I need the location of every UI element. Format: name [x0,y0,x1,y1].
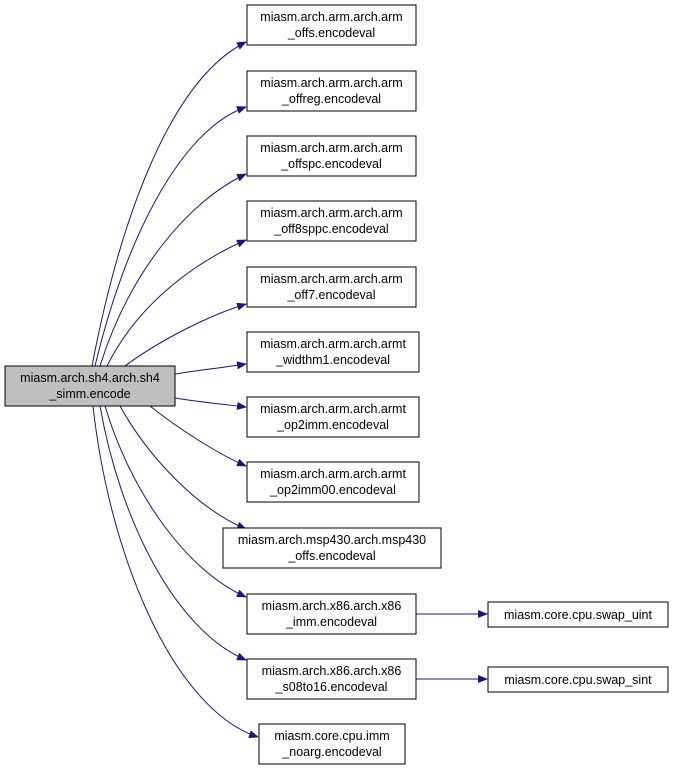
edge-root-to-callee-0 [91,41,247,367]
root-node-line2: _simm.encode [48,387,130,401]
callee-line2: _s08to16.encodeval [275,680,388,694]
callee-line1: miasm.arch.x86.arch.x86 [262,664,402,678]
callee-line1: miasm.arch.arm.arch.armt [260,402,406,416]
edge-root-to-callee-7 [149,405,247,467]
callee-line2: _imm.encodeval [285,615,377,629]
edge-root-to-callee-4 [124,302,247,367]
callee-line1: miasm.arch.arm.arch.armt [260,467,406,481]
callee-node[interactable]: miasm.arch.arm.arch.arm _offreg.encodeva… [246,70,417,112]
callee-node[interactable]: miasm.arch.arm.arch.armt _op2imm00.encod… [246,461,420,503]
callee-line1: miasm.arch.arm.arch.arm [260,10,402,24]
callee-line2: _off7.encodeval [286,288,375,302]
edge-root-to-callee-3 [106,239,247,367]
subcallee-node-swap-uint[interactable]: miasm.core.cpu.swap_uint [487,601,669,628]
callee-node[interactable]: miasm.arch.arm.arch.armt _widthm1.encode… [246,331,420,373]
callee-node[interactable]: miasm.arch.arm.arch.arm _off7.encodeval [246,266,417,308]
callee-line2: _offs.encodeval [287,549,375,563]
subcallee-node-swap-sint[interactable]: miasm.core.cpu.swap_sint [487,666,669,693]
callee-node[interactable]: miasm.arch.arm.arch.arm _off8sppc.encode… [246,200,417,242]
callee-line2: _offreg.encodeval [281,92,381,106]
callee-line1: miasm.arch.arm.arch.arm [260,76,402,90]
edges [91,41,488,739]
callee-line1: miasm.arch.arm.arch.arm [260,272,402,286]
callee-line2: _op2imm.encodeval [276,418,389,432]
callee-line2: _offspc.encodeval [280,157,382,171]
callee-line2: _offs.encodeval [287,26,375,40]
callee-line1: miasm.arch.arm.arch.arm [260,141,402,155]
callee-line1: miasm.arch.x86.arch.x86 [262,599,402,613]
edge-root-to-callee-1 [94,106,247,367]
callee-line1: miasm.arch.msp430.arch.msp430 [238,533,426,547]
edge-root-to-callee-6 [174,397,247,410]
callee-node[interactable]: miasm.arch.x86.arch.x86 _imm.encodeval [246,593,417,635]
root-node[interactable]: miasm.arch.sh4.arch.sh4 _simm.encode [4,365,176,407]
callee-line2: _op2imm00.encodeval [269,483,396,497]
callee-node[interactable]: miasm.core.cpu.imm _noarg.encodeval [258,723,406,765]
subcallee-label: miasm.core.cpu.swap_sint [504,673,652,687]
callee-node[interactable]: miasm.arch.x86.arch.x86 _s08to16.encodev… [246,658,417,700]
callee-line2: _noarg.encodeval [281,745,381,759]
callee-line2: _off8sppc.encodeval [273,222,388,236]
callee-node[interactable]: miasm.arch.arm.arch.armt _op2imm.encodev… [246,396,420,438]
callee-line1: miasm.arch.arm.arch.arm [260,206,402,220]
callee-line2: _widthm1.encodeval [275,353,390,367]
root-node-line1: miasm.arch.sh4.arch.sh4 [20,371,160,385]
edge-root-to-callee-9 [104,405,247,598]
edge-root-to-callee-2 [99,173,247,367]
subcallee-label: miasm.core.cpu.swap_uint [504,608,653,622]
callee-line1: miasm.core.cpu.imm [274,729,389,743]
edge-root-to-callee-8 [119,405,247,530]
callee-node[interactable]: miasm.arch.arm.arch.arm _offspc.encodeva… [246,135,417,177]
callee-line1: miasm.arch.arm.arch.armt [260,337,406,351]
callee-node[interactable]: miasm.arch.msp430.arch.msp430 _offs.enco… [222,527,442,569]
edge-root-to-callee-5 [174,361,247,375]
edge-root-to-callee-10 [99,405,247,661]
callee-node[interactable]: miasm.arch.arm.arch.arm _offs.encodeval [246,4,417,46]
edge-root-to-callee-11 [92,405,259,739]
